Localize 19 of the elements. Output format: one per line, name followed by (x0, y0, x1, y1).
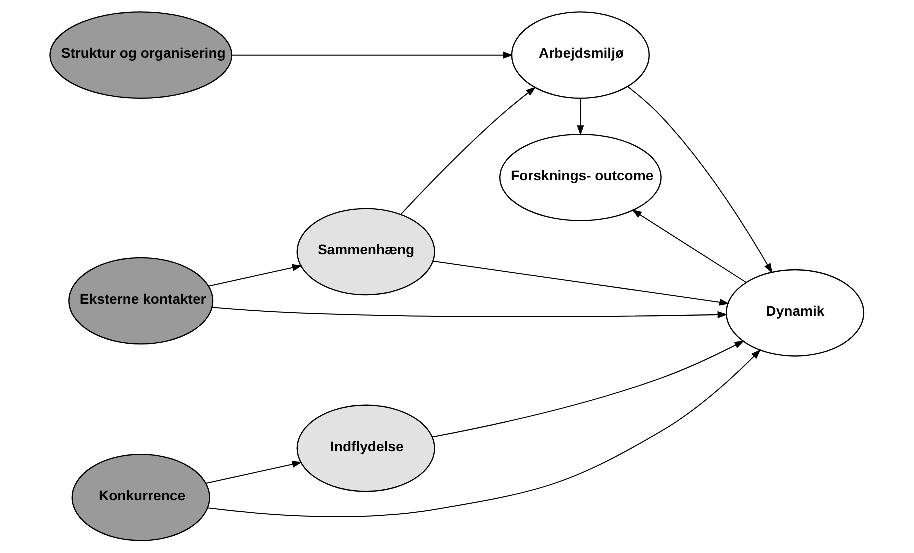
node-ellipse: Eksterne kontakter (68, 257, 214, 345)
node-ellipse: Konkurrence (72, 454, 210, 542)
arrow (433, 260, 730, 306)
arrow (208, 349, 762, 518)
arrow (400, 86, 536, 215)
arrow (577, 98, 584, 136)
node-ellipse: Struktur og organisering (50, 12, 233, 100)
node-ellipse: Arbejdsmiljø (511, 12, 650, 100)
node-ellipse: Indflydelse (296, 404, 436, 492)
node-ellipse: Forsknings- outcome (499, 134, 662, 222)
arrow (628, 86, 773, 274)
arrow (206, 461, 302, 484)
arrow (208, 264, 303, 287)
node-ellipse: Dynamik (726, 269, 865, 357)
node-ellipse: Sammenhæng (296, 208, 436, 296)
arrow (212, 307, 728, 318)
arrow (432, 340, 745, 438)
arrow (632, 210, 746, 283)
arrow (232, 52, 514, 59)
